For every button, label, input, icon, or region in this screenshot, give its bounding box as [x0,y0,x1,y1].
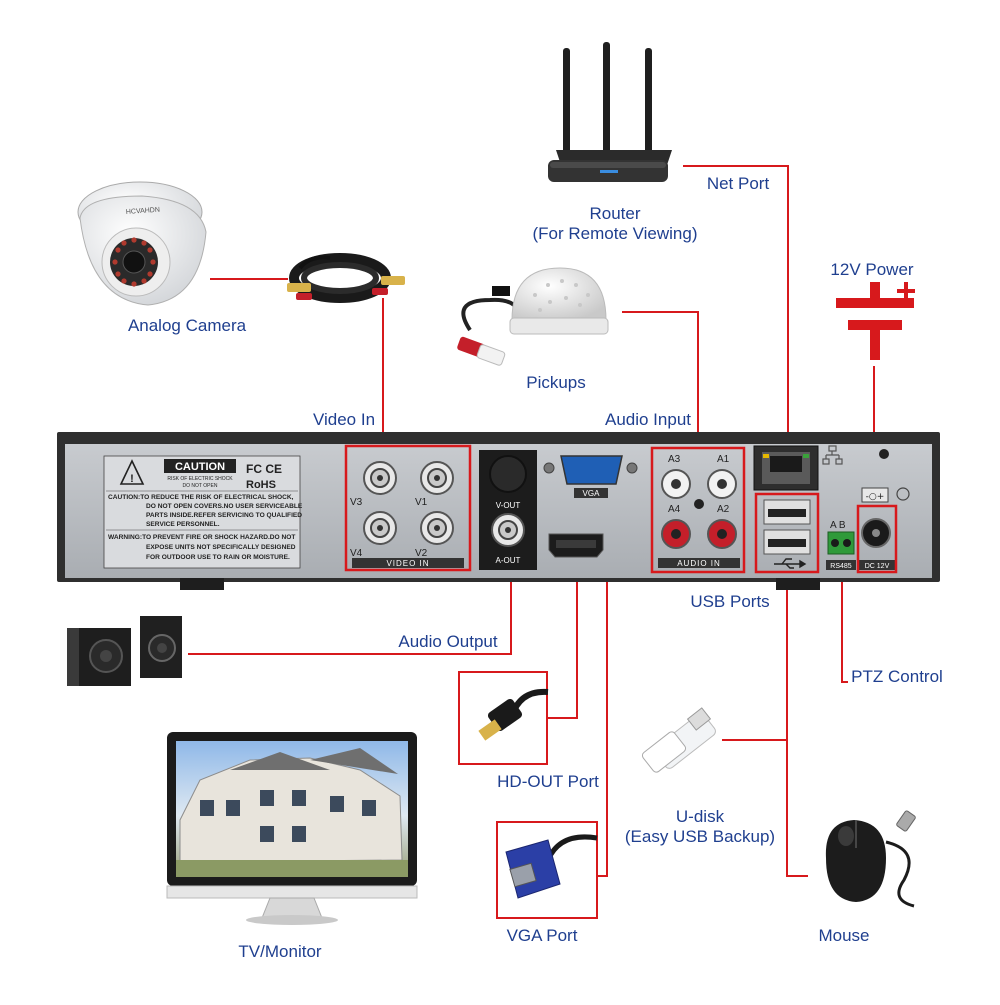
fc-ce-mark: FC CE [246,462,282,476]
svg-text:CAUTION:TO REDUCE THE RISK OF: CAUTION:TO REDUCE THE RISK OF ELECTRICAL… [108,494,294,501]
svg-text:A1: A1 [717,454,730,465]
svg-text:DO NOT OPEN: DO NOT OPEN [183,483,218,489]
rj45-panel-port [753,445,843,491]
router-image [548,42,672,182]
svg-text:FOR OUTDOOR USE TO RAIN OR MOI: FOR OUTDOOR USE TO RAIN OR MOISTURE. [146,554,290,561]
svg-text:V-OUT: V-OUT [496,501,521,510]
line-pickups [622,311,699,450]
network-icon [822,445,843,465]
label-router: Router (For Remote Viewing) [515,204,715,244]
svg-text:A B: A B [830,520,846,531]
line-hdmi [548,560,578,719]
label-audio-input: Audio Input [604,410,691,429]
av-out-block: V-OUT A-OUT [479,450,537,570]
label-video-in: Video In [312,410,376,429]
tv-monitor-image [166,732,418,925]
camera-brand: HCVAHDN [126,207,161,216]
svg-text:V2: V2 [415,548,428,559]
rohs-mark: RoHS [246,479,276,491]
speakers-image [67,616,182,686]
u-disk-title: U-disk [675,807,725,826]
label-u-disk: U-disk (Easy USB Backup) [610,807,790,847]
audio-in-panel-label: AUDIO IN [677,559,721,568]
audio-in-ports: A3 A1 A4 A2 AUDIO IN [650,446,746,574]
bnc-v4 [363,511,397,545]
line-ptz [841,540,848,683]
line-net-port [683,165,789,452]
hdmi-cable-image [458,671,549,765]
svg-text:A-OUT: A-OUT [496,556,521,565]
router-title: Router [589,204,641,223]
svg-text:DO NOT OPEN COVERS.NO USER SER: DO NOT OPEN COVERS.NO USER SERVICEABLE [146,503,303,510]
label-tv-monitor: TV/Monitor [238,942,322,961]
label-audio-output: Audio Output [398,632,498,651]
bnc-v2 [420,511,454,545]
svg-text:RISK OF ELECTRIC SHOCK: RISK OF ELECTRIC SHOCK [167,476,233,482]
svg-text:EXPOSE UNITS NOT SPECIFICALLY: EXPOSE UNITS NOT SPECIFICALLY DESIGNED [146,544,296,551]
svg-text:A4: A4 [668,504,681,515]
warning-text: WARNING:TO PREVENT FIRE OR SHOCK HAZARD.… [108,534,296,561]
u-disk-image [641,707,716,773]
label-pickups: Pickups [526,373,586,392]
dvr-rear-panel: ! CAUTION RISK OF ELECTRIC SHOCK DO NOT … [57,432,940,590]
label-mouse: Mouse [818,926,870,945]
mouse-image [825,810,916,908]
svg-text:RS485: RS485 [830,563,852,570]
svg-text:SERVICE PERSONNEL.: SERVICE PERSONNEL. [146,521,220,528]
line-usb-mouse [786,740,808,877]
svg-text:V1: V1 [415,497,428,508]
bnc-v3 [363,461,397,495]
svg-text:V3: V3 [350,497,363,508]
svg-text:DC 12V: DC 12V [865,563,890,570]
label-analog-camera: Analog Camera [127,316,247,335]
label-usb-ports: USB Ports [690,592,770,611]
svg-text:-○+: -○+ [866,492,885,502]
caution-text: CAUTION:TO REDUCE THE RISK OF ELECTRICAL… [108,494,303,528]
u-disk-subtitle: (Easy USB Backup) [624,827,776,846]
svg-text:VGA: VGA [583,489,601,498]
rs485-dc-ports: A B RS485 -○+ DC 12V [826,449,910,574]
vga-panel-port: VGA [543,455,638,498]
power-symbol [836,282,915,360]
label-vga-port: VGA Port [506,926,578,945]
bnc-cable-image [287,253,405,303]
analog-camera-image: HCVAHDN [77,181,207,306]
caution-label: ! CAUTION RISK OF ELECTRIC SHOCK DO NOT … [103,455,303,569]
video-in-panel-label: VIDEO IN [386,559,429,568]
svg-text:WARNING:TO PREVENT FIRE OR SHO: WARNING:TO PREVENT FIRE OR SHOCK HAZARD.… [108,534,295,541]
label-ptz-control: PTZ Control [851,667,943,686]
svg-text:PARTS INSIDE.REFER SERVICING T: PARTS INSIDE.REFER SERVICING TO QUALIFIE… [146,512,302,519]
label-net-port: Net Port [706,174,770,193]
label-12v-power: 12V Power [830,260,914,279]
router-subtitle: (For Remote Viewing) [532,224,698,243]
line-vga [597,486,608,877]
label-hd-out-port: HD-OUT Port [497,772,599,791]
pickups-image [457,267,609,366]
caution-title: CAUTION [175,461,225,473]
svg-text:V4: V4 [350,548,363,559]
hdmi-panel-port [548,533,604,558]
svg-text:!: ! [130,473,134,485]
vga-cable-image [496,821,598,919]
usb-panel-ports [754,492,820,574]
usb-icon [774,558,807,569]
svg-text:A3: A3 [668,454,681,465]
video-in-ports: V3 V1 V4 V2 VIDEO IN [344,444,472,572]
bnc-v1 [420,461,454,495]
svg-text:A2: A2 [717,504,730,515]
